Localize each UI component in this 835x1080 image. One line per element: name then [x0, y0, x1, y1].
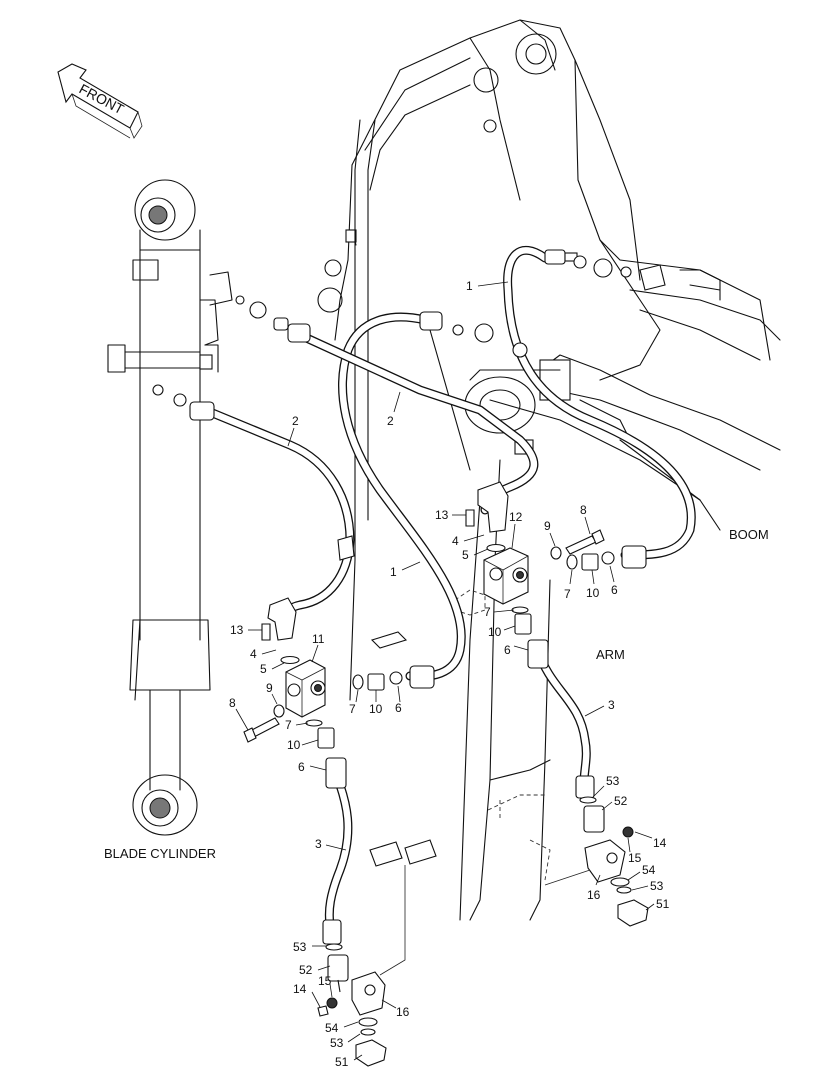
- blade-cylinder-label: BLADE CYLINDER: [104, 846, 216, 861]
- callout-4: 4: [250, 647, 257, 661]
- callout-9: 9: [544, 519, 551, 533]
- callouts: 1 1 2 2 3 3 4 4 5 5 6 6 6 6 7: [229, 279, 670, 1069]
- fittings: [152, 249, 666, 1067]
- callout-15: 15: [318, 974, 332, 988]
- callout-54: 54: [325, 1021, 339, 1035]
- callout-16: 16: [587, 888, 601, 902]
- callout-53: 53: [606, 774, 620, 788]
- callout-7: 7: [564, 587, 571, 601]
- callout-16: 16: [396, 1005, 410, 1019]
- callout-3: 3: [315, 837, 322, 851]
- callout-15: 15: [628, 851, 642, 865]
- callout-53: 53: [650, 879, 664, 893]
- callout-13: 13: [230, 623, 244, 637]
- callout-6: 6: [395, 701, 402, 715]
- callout-4: 4: [452, 534, 459, 548]
- callout-5: 5: [462, 548, 469, 562]
- callout-6: 6: [611, 583, 618, 597]
- callout-14: 14: [653, 836, 667, 850]
- callout-7: 7: [349, 702, 356, 716]
- callout-2: 2: [292, 414, 299, 428]
- callout-6: 6: [298, 760, 305, 774]
- callout-10: 10: [488, 625, 502, 639]
- boom-structure: [317, 19, 781, 921]
- callout-51: 51: [656, 897, 670, 911]
- callout-1: 1: [390, 565, 397, 579]
- boom-label: BOOM: [729, 527, 769, 542]
- hose-1: [338, 245, 696, 681]
- callout-10: 10: [287, 738, 301, 752]
- front-arrow: FRONT: [57, 63, 143, 139]
- blade-cylinder: [107, 179, 233, 836]
- arm-label: ARM: [596, 647, 625, 662]
- callout-52: 52: [299, 963, 313, 977]
- callout-53: 53: [330, 1036, 344, 1050]
- callout-3: 3: [608, 698, 615, 712]
- callout-7: 7: [285, 718, 292, 732]
- callout-10: 10: [369, 702, 383, 716]
- callout-8: 8: [229, 696, 236, 710]
- callout-6: 6: [504, 643, 511, 657]
- callout-53: 53: [293, 940, 307, 954]
- callout-51: 51: [335, 1055, 349, 1069]
- callout-8: 8: [580, 503, 587, 517]
- callout-1: 1: [466, 279, 473, 293]
- callout-52: 52: [614, 794, 628, 808]
- callout-2: 2: [387, 414, 394, 428]
- callout-54: 54: [642, 863, 656, 877]
- callout-10: 10: [586, 586, 600, 600]
- callout-7: 7: [484, 605, 491, 619]
- callout-13: 13: [435, 508, 449, 522]
- callout-9: 9: [266, 681, 273, 695]
- callout-11: 11: [312, 632, 325, 646]
- hose-3: [324, 645, 591, 930]
- callout-5: 5: [260, 662, 267, 676]
- callout-12: 12: [509, 510, 523, 524]
- callout-14: 14: [293, 982, 307, 996]
